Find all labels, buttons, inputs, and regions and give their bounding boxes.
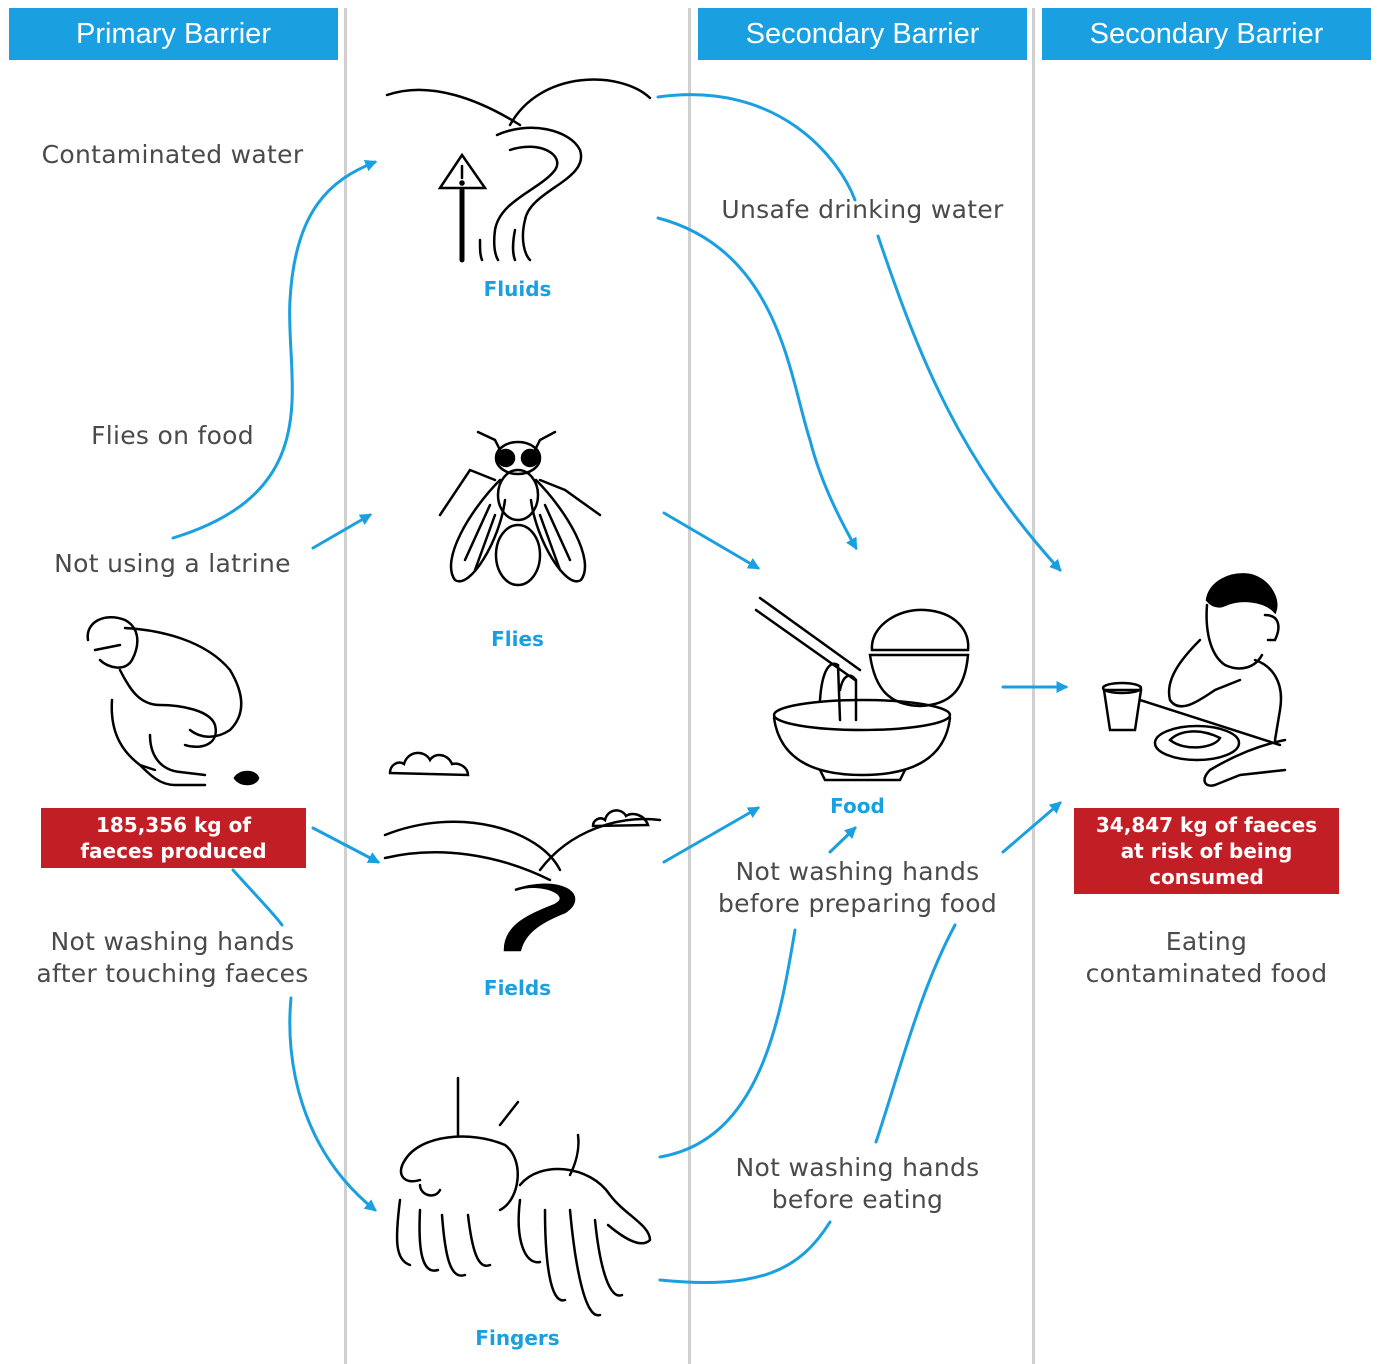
food-bowls-icon [754, 596, 970, 782]
header-secondary-barrier-2: Secondary Barrier [1042, 8, 1371, 60]
arrow-fluids-to-child [656, 93, 1060, 570]
node-flies: Flies [491, 627, 544, 651]
column-divider [688, 8, 691, 1364]
stat-consumed-line3: consumed [1149, 865, 1264, 889]
column-divider [344, 8, 347, 1364]
label-not-washing-after-touching: Not washing hands after touching faeces [0, 926, 345, 990]
label-line: Eating [1165, 927, 1248, 956]
label-line: contaminated food [1085, 959, 1328, 988]
river-warning-icon [385, 78, 652, 263]
arrow-flies-to-food [662, 511, 761, 570]
node-fluids: Fluids [483, 277, 552, 301]
child-eating-icon [1101, 573, 1287, 787]
stat-produced-line2: faeces produced [80, 839, 267, 863]
label-line: after touching faeces [36, 959, 309, 988]
label-not-washing-before-eating: Not washing hands before eating [690, 1152, 1025, 1216]
label-unsafe-drinking-water: Unsafe drinking water [721, 195, 1004, 224]
label-flies-on-food: Flies on food [91, 421, 254, 450]
label-eating-contaminated-food: Eating contaminated food [1035, 926, 1378, 990]
stat-faeces-produced: 185,356 kg of faeces produced [41, 808, 306, 868]
stat-consumed-line2: at risk of being [1120, 839, 1293, 863]
arrow-fluids-to-food [656, 216, 858, 551]
stat-consumed-line1: 34,847 kg of faeces [1095, 813, 1318, 837]
label-line: Not washing hands [735, 1153, 980, 1182]
arrow-fingers-to-food [658, 928, 797, 1159]
label-not-using-latrine: Not using a latrine [54, 549, 291, 578]
node-food: Food [830, 794, 885, 818]
fields-icon [383, 751, 662, 952]
fly-icon [438, 430, 602, 587]
crouching-person-icon [86, 615, 260, 787]
label-line: Not washing hands [735, 857, 980, 886]
arrow-produced-to-fingers [231, 868, 284, 927]
hands-icon [395, 1076, 652, 1317]
node-fingers: Fingers [475, 1326, 560, 1350]
arrow-flies-on-food [171, 159, 378, 540]
arrow-not-using-latrine [311, 513, 373, 550]
header-primary-barrier: Primary Barrier [9, 8, 338, 60]
arrow-fingers-to-child [658, 803, 1060, 1284]
arrow-produced-to-fields [311, 826, 381, 864]
label-line: before eating [771, 1185, 944, 1214]
label-contaminated-water: Contaminated water [41, 140, 304, 169]
arrow-after-touching-faeces [288, 996, 377, 1212]
stat-faeces-at-risk: 34,847 kg of faeces at risk of being con… [1074, 808, 1339, 894]
header-secondary-barrier-1: Secondary Barrier [698, 8, 1027, 60]
label-line: Not washing hands [50, 927, 295, 956]
arrow-into-food-bottom [828, 826, 857, 854]
node-fields: Fields [483, 976, 552, 1000]
stat-produced-line1: 185,356 kg of [95, 813, 252, 837]
label-not-washing-before-preparing: Not washing hands before preparing food [690, 856, 1025, 920]
arrow-fields-to-food [662, 806, 761, 864]
label-line: before preparing food [717, 889, 998, 918]
